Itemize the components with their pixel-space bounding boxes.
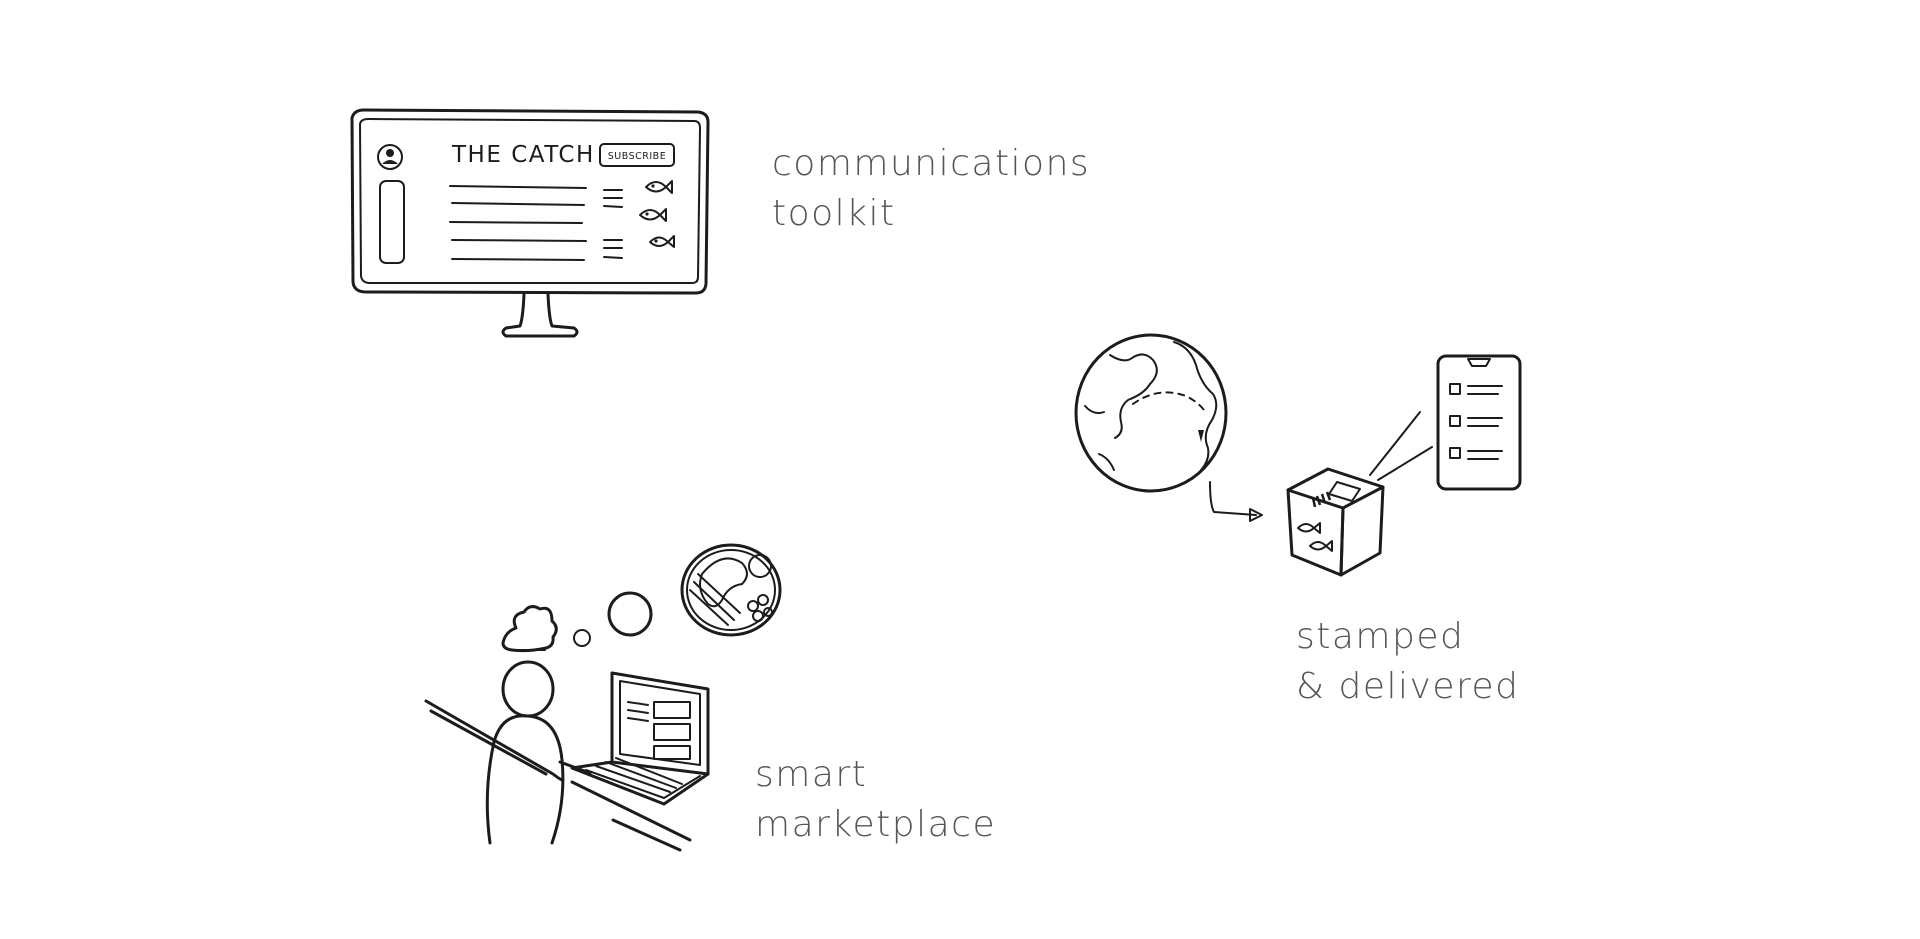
delivery-label-line-1: stamped — [1296, 616, 1465, 657]
desktop-monitor-icon: THE CATCH SUBSCRIBE — [350, 108, 710, 338]
communications-label-line-2: toolkit — [772, 193, 896, 234]
globe-icon — [1074, 333, 1263, 522]
marketplace-label-line-2: marketplace — [755, 804, 997, 845]
stamped-delivered-label: stamped & delivered — [1296, 612, 1519, 712]
marketplace-label-line-1: smart — [755, 754, 868, 795]
smart-marketplace-label: smart marketplace — [755, 750, 996, 850]
communications-label-line-1: communications — [772, 143, 1091, 184]
monitor-brand-title: THE CATCH — [451, 142, 595, 168]
subscribe-button-sketch: SUBSCRIBE — [608, 151, 666, 162]
package-box-icon — [1286, 411, 1433, 577]
communications-toolkit-label: communications toolkit — [772, 139, 1090, 239]
dish-icon — [680, 543, 782, 637]
delivery-label-line-2: & delivered — [1296, 666, 1520, 707]
laptop-icon — [570, 671, 710, 806]
chef-icon — [424, 591, 692, 852]
phone-checklist-icon — [1436, 354, 1522, 491]
